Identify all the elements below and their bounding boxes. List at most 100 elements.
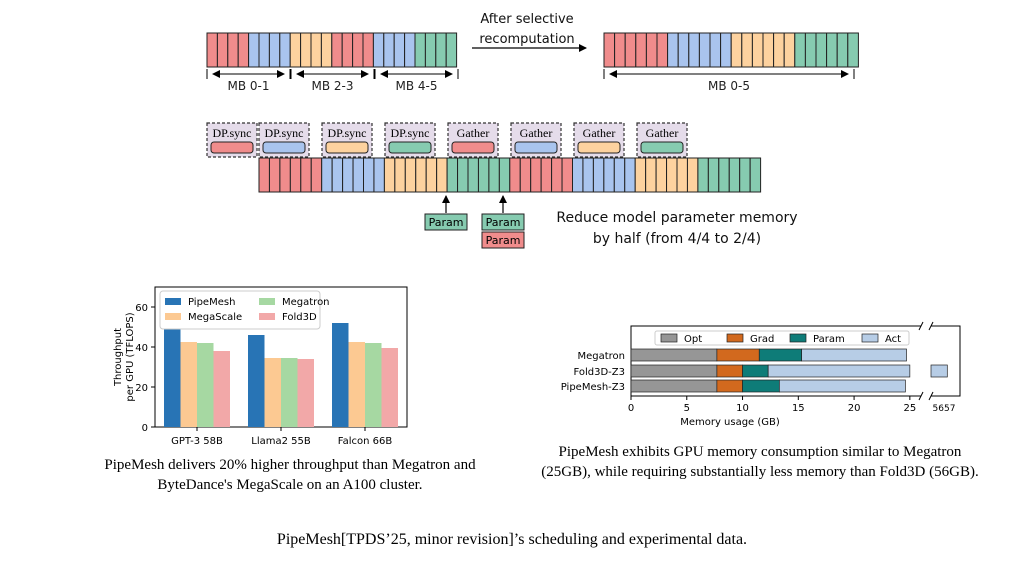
sync-op-label: DP.sync: [212, 126, 251, 140]
stacked-bar-opt: [630, 348, 718, 362]
right-plot-frame-broken: [931, 325, 961, 397]
memory-caption-line-1: PipeMesh exhibits GPU memory consumption…: [558, 444, 962, 460]
y-axis-label: Throughputper GPU (TFLOPS): [113, 312, 136, 401]
x-tick-label: 5657: [933, 404, 956, 414]
stacked-bar-act: [801, 348, 907, 362]
category-label: Fold3D-Z3: [573, 367, 625, 378]
legend-label: PipeMesh: [188, 297, 235, 308]
bar-megascale: [348, 342, 365, 427]
legend-label: Megatron: [282, 297, 330, 308]
bar-megatron: [365, 343, 382, 427]
axis-break-mark: [928, 321, 934, 331]
legend-label: Act: [885, 334, 901, 345]
category-label: Megatron: [577, 351, 625, 362]
sync-op-label: DP.sync: [264, 126, 303, 140]
throughput-caption-line-1: PipeMesh delivers 20% higher throughput …: [104, 457, 476, 473]
x-tick-label: 0: [628, 403, 634, 414]
sync-op-label: Gather: [583, 126, 616, 140]
recompute-mb-teal-cell: [847, 32, 859, 68]
sync-op-chip: [325, 141, 369, 154]
overlap-mb-teal-cell: [749, 157, 762, 193]
x-tick-label: 20: [848, 403, 861, 414]
figure-caption: PipeMesh[TPDS’25, minor revision]’s sche…: [276, 531, 748, 548]
legend-swatch: [165, 313, 181, 320]
bar-pipemesh: [332, 323, 349, 427]
y-tick-label: 40: [135, 343, 148, 354]
sync-op-chip: [262, 141, 306, 154]
y-axis-label-line: Throughput: [113, 328, 124, 387]
throughput-caption-line-2: ByteDance's MegaScale on an A100 cluster…: [157, 477, 423, 493]
bar-pipemesh: [164, 323, 181, 427]
memory-caption-line-2: (25GB), while requiring substantially le…: [541, 464, 979, 480]
x-tick-label: 25: [903, 403, 916, 414]
legend-box: [654, 330, 910, 346]
y-axis-label-line: per GPU (TFLOPS): [125, 312, 136, 401]
y-tick-label: 20: [135, 383, 148, 394]
param-box-label: Param: [429, 216, 464, 229]
bar-megascale: [264, 358, 281, 427]
sync-op-chip: [577, 141, 621, 154]
bar-megatron: [281, 358, 298, 427]
category-label: PipeMesh-Z3: [561, 382, 625, 393]
stacked-bar-grad: [716, 379, 743, 393]
bar-megascale: [180, 342, 197, 427]
x-axis-label: Memory usage (GB): [680, 417, 780, 428]
axis-break-mark: [928, 391, 934, 401]
param-box: [481, 213, 525, 231]
axis-break-mark: [918, 321, 924, 331]
legend-label: Param: [813, 334, 845, 345]
x-tick-label: 10: [736, 403, 749, 414]
mb-range-label: MB 0-1: [228, 79, 270, 93]
selective-label-line-2: recomputation: [479, 32, 574, 47]
stacked-bar-opt: [630, 364, 718, 378]
bar-fold3d: [213, 351, 230, 427]
legend-swatch: [789, 333, 807, 343]
legend-swatch: [259, 313, 275, 320]
legend-box: [159, 290, 321, 330]
bar-pipemesh: [248, 335, 265, 427]
legend-swatch: [861, 333, 879, 343]
axis-break-mark: [918, 391, 924, 401]
reduce-text-line-1: Reduce model parameter memory: [556, 210, 797, 226]
selective-label-line-1: After selective: [480, 12, 573, 27]
sync-op-chip: [210, 141, 254, 154]
legend-label: Grad: [750, 334, 774, 345]
bar-fold3d: [381, 348, 398, 427]
x-tick-label: 5: [684, 403, 690, 414]
sync-op-chip: [451, 141, 495, 154]
stacked-bar-opt: [630, 379, 718, 393]
bar-megatron: [197, 343, 214, 427]
throughput-caption: PipeMesh delivers 20% higher throughput …: [40, 455, 540, 495]
memory-caption: PipeMesh exhibits GPU memory consumption…: [500, 442, 1020, 482]
x-tick-label: GPT-3 58B: [171, 436, 223, 447]
stacked-bar-param: [742, 379, 780, 393]
sync-op-label: DP.sync: [390, 126, 429, 140]
legend-label: MegaScale: [188, 312, 242, 323]
sync-op-label: Gather: [457, 126, 490, 140]
stacked-bar-act: [778, 379, 906, 393]
legend-swatch: [726, 333, 744, 343]
bar-fold3d: [297, 359, 314, 427]
stacked-bar-grad: [716, 364, 743, 378]
param-box: [481, 231, 525, 249]
sync-op-label: Gather: [646, 126, 679, 140]
legend-swatch: [660, 333, 678, 343]
mb-all-label: MB 0-5: [708, 79, 750, 93]
legend-swatch: [259, 298, 275, 305]
reduce-text-line-2: by half (from 4/4 to 2/4): [593, 231, 761, 247]
stacked-bar-param: [742, 364, 769, 378]
mb-range-label: MB 2-3: [312, 79, 354, 93]
legend-label: Opt: [684, 334, 702, 345]
stacked-bar-act: [767, 364, 911, 378]
param-box-label: Param: [486, 234, 521, 247]
sync-op-chip: [514, 141, 558, 154]
param-box: [424, 213, 468, 231]
legend-label: Fold3D: [282, 312, 317, 323]
stacked-bar-act: [930, 364, 948, 378]
sync-op-label: DP.sync: [327, 126, 366, 140]
mb-range-label: MB 4-5: [396, 79, 438, 93]
stacked-bar-grad: [716, 348, 760, 362]
